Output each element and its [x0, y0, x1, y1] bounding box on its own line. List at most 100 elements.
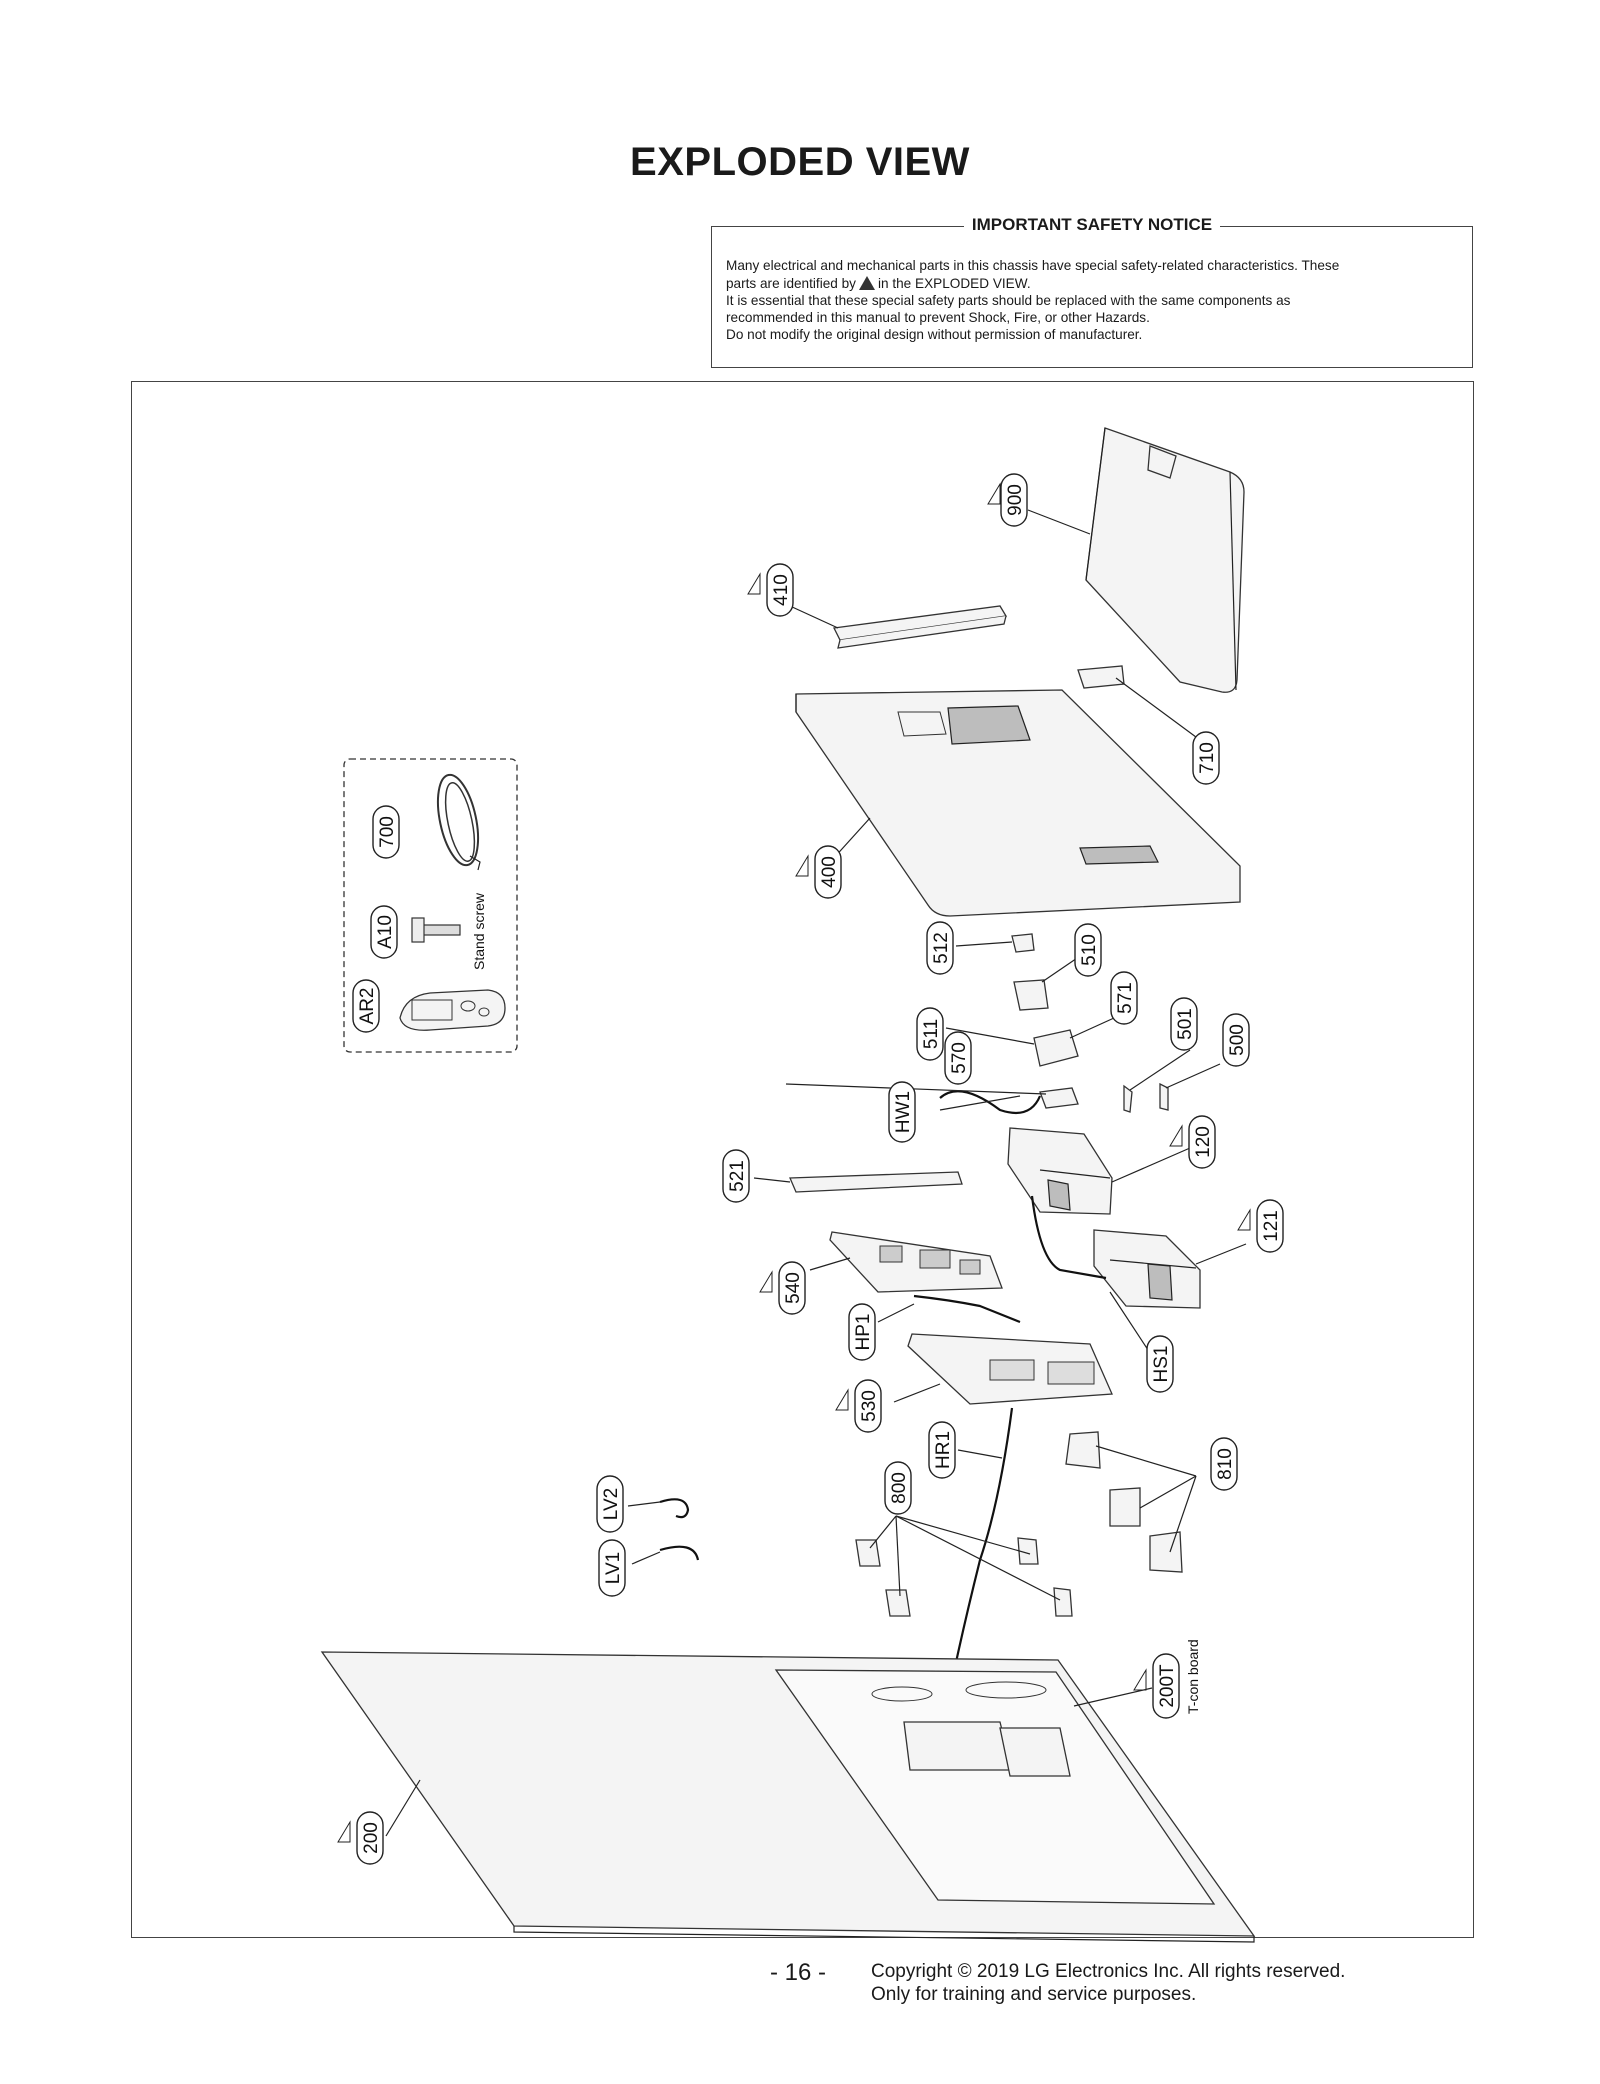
- svg-text:A10: A10: [375, 915, 396, 949]
- svg-text:900: 900: [1005, 484, 1026, 516]
- warning-triangle-icon: [1169, 1124, 1183, 1147]
- safety-notice-text: Many electrical and mechanical parts in …: [726, 257, 1458, 343]
- callout-810: 810: [1210, 1437, 1238, 1491]
- copyright-notice: Copyright © 2019 LG Electronics Inc. All…: [871, 1960, 1345, 2006]
- remote-control-part: [399, 989, 506, 1031]
- svg-text:540: 540: [783, 1272, 804, 1304]
- warning-triangle-icon: [337, 1820, 351, 1843]
- warning-triangle-icon: [795, 854, 809, 877]
- callout-LV1: LV1: [598, 1539, 626, 1597]
- svg-text:710: 710: [1197, 742, 1218, 774]
- callout-HP1: HP1: [848, 1303, 876, 1361]
- svg-text:410: 410: [771, 574, 792, 606]
- callout-510: 510: [1074, 923, 1102, 977]
- stand-brackets-810: [1065, 1431, 1183, 1573]
- callout-512: 512: [926, 921, 954, 975]
- tcon-board-label: T-con board: [1185, 1639, 1201, 1714]
- callout-HR1: HR1: [928, 1421, 956, 1479]
- callout-410: 410: [766, 563, 794, 617]
- svg-text:570: 570: [949, 1042, 970, 1074]
- callout-A10: A10: [370, 905, 398, 959]
- svg-text:HR1: HR1: [933, 1431, 954, 1469]
- brackets-800: [855, 1537, 1073, 1617]
- svg-text:810: 810: [1215, 1448, 1236, 1480]
- bar-521-part: [789, 1171, 963, 1193]
- copyright-line-2: Only for training and service purposes.: [871, 1984, 1197, 2005]
- callout-540: 540: [778, 1261, 806, 1315]
- small-parts-510-512: [1011, 933, 1169, 1113]
- svg-text:200T: 200T: [1157, 1664, 1178, 1708]
- svg-text:200: 200: [361, 1822, 382, 1854]
- callout-570: 570: [944, 1031, 972, 1085]
- display-panel-part: [320, 1651, 1256, 1943]
- stand-screw-part: [411, 917, 461, 943]
- callout-900: 900: [1000, 473, 1028, 527]
- callout-700: 700: [372, 805, 400, 859]
- back-cover-part: [1085, 427, 1245, 693]
- safety-notice-heading: IMPORTANT SAFETY NOTICE: [712, 215, 1472, 235]
- callout-710: 710: [1192, 731, 1220, 785]
- callout-200: 200: [356, 1811, 384, 1865]
- warning-triangle-icon: [759, 1270, 773, 1293]
- power-supply-121-part: [1093, 1229, 1201, 1309]
- page-number: - 16 -: [770, 1959, 827, 1986]
- page-title: EXPLODED VIEW: [630, 140, 970, 184]
- svg-text:HS1: HS1: [1151, 1346, 1172, 1383]
- warning-triangle-icon: [1133, 1668, 1147, 1691]
- wire-hp1: [913, 1294, 1021, 1324]
- warning-triangle-icon: [1237, 1208, 1251, 1231]
- svg-text:HP1: HP1: [853, 1314, 874, 1351]
- svg-text:500: 500: [1227, 1024, 1248, 1056]
- notice-line-4: recommended in this manual to prevent Sh…: [726, 310, 1150, 325]
- callout-530: 530: [854, 1379, 882, 1433]
- callout-571: 571: [1110, 971, 1138, 1025]
- callout-HW1: HW1: [888, 1081, 916, 1143]
- svg-text:521: 521: [727, 1160, 748, 1192]
- svg-text:400: 400: [819, 856, 840, 888]
- svg-text:510: 510: [1079, 934, 1100, 966]
- wire-hs1: [1030, 1195, 1107, 1280]
- svg-text:121: 121: [1261, 1210, 1282, 1242]
- accessories-group: [343, 758, 518, 1053]
- svg-text:LV1: LV1: [603, 1552, 624, 1584]
- callout-121: 121: [1256, 1199, 1284, 1253]
- copyright-line-1: Copyright © 2019 LG Electronics Inc. All…: [871, 1961, 1346, 1982]
- svg-text:511: 511: [921, 1019, 942, 1049]
- svg-text:AR2: AR2: [357, 988, 378, 1025]
- exploded-view-frame: [131, 381, 1474, 1938]
- stand-screw-label: Stand screw: [471, 892, 487, 970]
- notice-line-5: Do not modify the original design withou…: [726, 327, 1143, 342]
- callout-800: 800: [884, 1461, 912, 1515]
- callout-400: 400: [814, 845, 842, 899]
- callout-521: 521: [722, 1149, 750, 1203]
- main-board-540-part: [829, 1231, 1003, 1293]
- callout-501: 501: [1170, 997, 1198, 1051]
- callout-500: 500: [1222, 1013, 1250, 1067]
- svg-text:800: 800: [889, 1472, 910, 1504]
- bracket-410-part: [833, 605, 1008, 649]
- svg-text:530: 530: [859, 1390, 880, 1422]
- callout-AR2: AR2: [352, 979, 380, 1033]
- callout-HS1: HS1: [1146, 1335, 1174, 1393]
- callout-120: 120: [1188, 1115, 1216, 1169]
- svg-text:512: 512: [931, 932, 952, 964]
- warning-triangle-icon: [858, 276, 875, 290]
- notice-line-1: Many electrical and mechanical parts in …: [726, 258, 1340, 273]
- svg-text:700: 700: [377, 816, 398, 848]
- part-710: [1077, 665, 1125, 689]
- callout-200T: 200T: [1152, 1653, 1180, 1719]
- warning-triangle-icon: [987, 482, 1001, 505]
- rear-cabinet-part: [795, 689, 1241, 917]
- callout-LV2: LV2: [596, 1475, 624, 1533]
- callout-511: 511: [916, 1007, 944, 1061]
- wire-hw1: [939, 1090, 1042, 1114]
- warning-triangle-icon: [747, 572, 761, 595]
- warning-triangle-icon: [835, 1388, 849, 1411]
- svg-text:HW1: HW1: [893, 1091, 914, 1133]
- power-cord-part: [436, 773, 481, 871]
- notice-line-3: It is essential that these special safet…: [726, 293, 1291, 308]
- leader-lines: [385, 509, 1247, 1837]
- svg-text:571: 571: [1115, 982, 1136, 1014]
